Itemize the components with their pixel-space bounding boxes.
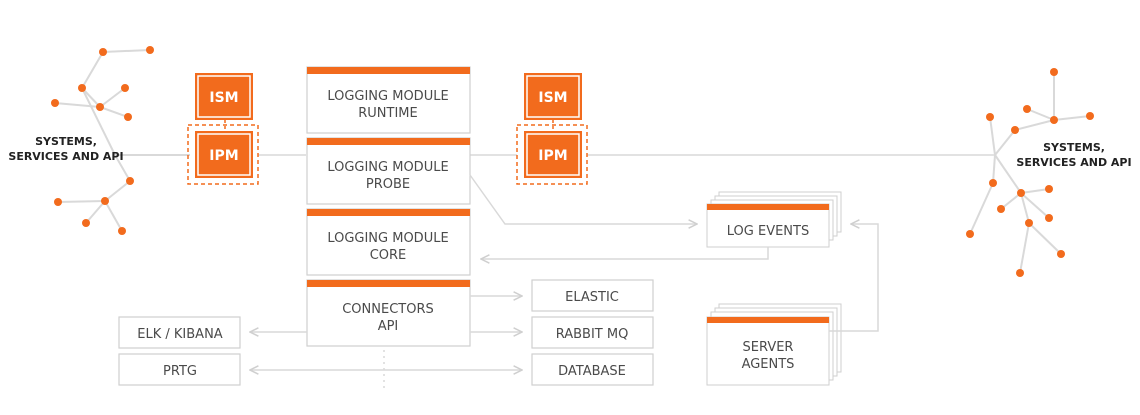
right-protocol-group: ISM IPM [516,73,588,185]
arrow-log-events-to-core [481,247,769,259]
log-events-stack: LOG EVENTS [706,191,842,248]
output-elastic-label: ELASTIC [565,290,619,305]
right-ipm-label: IPM [538,148,567,164]
output-database-label: DATABASE [558,364,626,379]
output-rabbitmq: RABBIT MQ [531,316,654,349]
right-ipm-box [524,131,582,178]
arrow-probe-to-log-events [469,174,697,224]
server-agents-line1: SERVER [743,340,794,355]
module-probe-line1: LOGGING MODULE [327,160,448,175]
module-probe-line2: PROBE [366,177,410,192]
module-connectors-line1: CONNECTORS [342,302,434,317]
left-endpoint-label-line2: SERVICES AND API [8,150,123,163]
tool-prtg-label: PRTG [163,364,197,379]
right-network-tree [969,72,1091,274]
left-network-nodes [51,46,154,235]
tool-elk-kibana: ELK / KIBANA [118,316,241,349]
tool-elk-kibana-label: ELK / KIBANA [137,327,223,342]
arrow-agents-to-log-events [829,224,879,332]
module-core-line1: LOGGING MODULE [327,231,448,246]
left-ism-label: ISM [209,90,238,106]
module-probe: LOGGING MODULE PROBE [306,137,471,205]
connector-arrows [250,174,879,388]
output-database: DATABASE [531,353,654,386]
right-ism-label: ISM [538,90,567,106]
right-network-nodes [966,68,1094,277]
module-runtime-line2: RUNTIME [358,106,417,121]
module-core-line2: CORE [370,248,407,263]
output-rabbitmq-label: RABBIT MQ [556,327,629,342]
module-connectors-line2: API [378,319,399,334]
left-endpoint-label-line1: SYSTEMS, [35,135,97,148]
module-core: LOGGING MODULE CORE [306,208,471,276]
left-ipm-label: IPM [209,148,238,164]
server-agents-line2: AGENTS [742,357,795,372]
left-ipm-box [195,131,253,178]
left-protocol-group: ISM IPM [187,73,259,185]
right-endpoint-label-line1: SYSTEMS, [1043,141,1105,154]
right-ism-box [524,73,582,120]
server-agents-stack: SERVER AGENTS [706,303,842,386]
module-connectors: CONNECTORS API [306,279,471,347]
tool-prtg: PRTG [118,353,241,386]
module-runtime-line1: LOGGING MODULE [327,89,448,104]
left-network-tree [54,49,190,232]
left-ism-box [195,73,253,120]
module-runtime: LOGGING MODULE RUNTIME [306,66,471,134]
right-endpoint-label-line2: SERVICES AND API [1016,156,1131,169]
output-elastic: ELASTIC [531,279,654,312]
log-events-label: LOG EVENTS [727,224,809,239]
